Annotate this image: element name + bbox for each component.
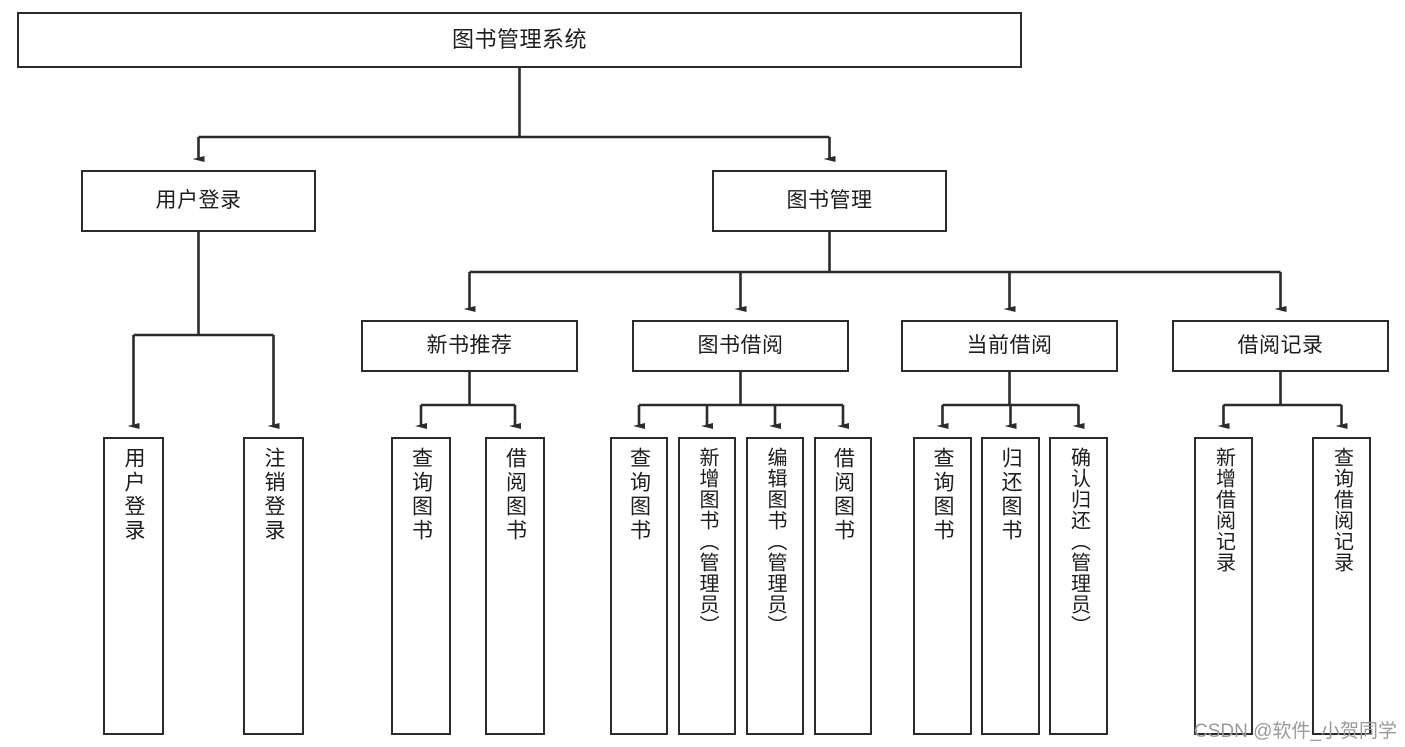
node-leaf-edit-book-label: 编辑图书（管理员） <box>764 447 786 636</box>
node-current-borrow-label: 当前借阅 <box>966 333 1053 357</box>
node-leaf-query-book-2-label: 查询图书 <box>627 447 651 543</box>
node-leaf-add-record-label: 新增借阅记录 <box>1212 447 1235 573</box>
node-user-login-label: 用户登录 <box>155 188 242 212</box>
node-leaf-borrow-book-2-label: 借阅图书 <box>831 447 855 543</box>
node-user-login[interactable]: 用户登录 <box>81 170 316 232</box>
node-book-manage[interactable]: 图书管理 <box>712 170 947 232</box>
node-leaf-confirm-return-label: 确认归还（管理员） <box>1067 447 1090 636</box>
node-leaf-add-book-label: 新增图书（管理员） <box>696 447 718 636</box>
node-leaf-confirm-return[interactable]: 确认归还（管理员） <box>1049 437 1108 735</box>
node-leaf-query-book-3[interactable]: 查询图书 <box>913 437 972 735</box>
node-leaf-user-login[interactable]: 用户登录 <box>103 437 164 735</box>
node-leaf-query-book-3-label: 查询图书 <box>931 447 954 543</box>
node-leaf-query-book-2[interactable]: 查询图书 <box>610 437 668 735</box>
node-leaf-user-login-label: 用户登录 <box>122 447 145 543</box>
node-leaf-borrow-book-2[interactable]: 借阅图书 <box>814 437 872 735</box>
node-leaf-return-book-label: 归还图书 <box>999 447 1022 543</box>
node-book-manage-label: 图书管理 <box>786 188 873 212</box>
csdn-watermark: CSDN @软件_小贺同学 <box>1194 721 1397 742</box>
node-leaf-edit-book[interactable]: 编辑图书（管理员） <box>746 437 804 735</box>
node-book-borrow[interactable]: 图书借阅 <box>632 320 849 372</box>
node-borrow-record-label: 借阅记录 <box>1237 333 1324 357</box>
node-book-borrow-label: 图书借阅 <box>697 333 784 357</box>
node-leaf-query-record[interactable]: 查询借阅记录 <box>1312 437 1371 735</box>
node-leaf-borrow-book-1-label: 借阅图书 <box>503 447 527 543</box>
node-leaf-query-book-1-label: 查询图书 <box>409 447 433 543</box>
node-leaf-query-book-1[interactable]: 查询图书 <box>391 437 451 735</box>
node-leaf-borrow-book-1[interactable]: 借阅图书 <box>485 437 545 735</box>
node-root[interactable]: 图书管理系统 <box>17 12 1022 68</box>
node-leaf-add-book[interactable]: 新增图书（管理员） <box>678 437 736 735</box>
node-borrow-record[interactable]: 借阅记录 <box>1172 320 1389 372</box>
node-current-borrow[interactable]: 当前借阅 <box>901 320 1118 372</box>
node-leaf-logout[interactable]: 注销登录 <box>243 437 304 735</box>
node-leaf-logout-label: 注销登录 <box>262 447 285 543</box>
node-new-book-rec[interactable]: 新书推荐 <box>361 320 578 372</box>
node-leaf-query-record-label: 查询借阅记录 <box>1330 447 1353 573</box>
node-leaf-add-record[interactable]: 新增借阅记录 <box>1194 437 1253 735</box>
node-new-book-rec-label: 新书推荐 <box>426 333 513 357</box>
node-leaf-return-book[interactable]: 归还图书 <box>981 437 1040 735</box>
node-root-label: 图书管理系统 <box>451 27 587 53</box>
